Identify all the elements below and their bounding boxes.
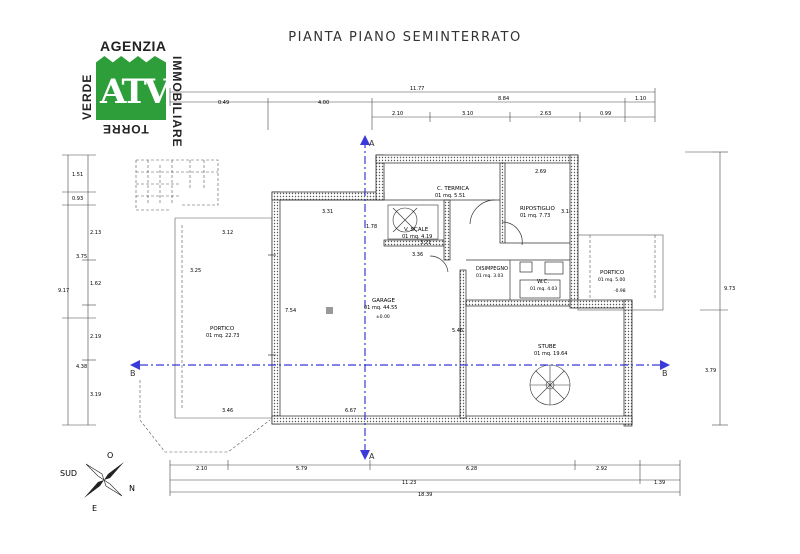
spiral-stair <box>529 364 571 406</box>
room-termica-name: C. TERMICA <box>437 186 469 192</box>
dim-left-overall: 9.17 <box>58 288 69 294</box>
room-disimpegno-area: 01 mq. 3.03 <box>476 273 503 279</box>
section-markers <box>130 135 670 460</box>
internal-stair <box>387 204 439 240</box>
exterior-stair <box>135 159 219 211</box>
room-portico-right-area: 01 mq. 5.00 <box>598 277 625 283</box>
room-ripostiglio-area: 01 mq. 7.73 <box>520 213 550 219</box>
dim-top-c: 8.84 <box>498 96 509 102</box>
dim-garage-bottom: 6.67 <box>345 408 356 414</box>
dim-portico-bottom: 3.46 <box>222 408 233 414</box>
inner-partitions <box>268 199 570 356</box>
garage-column <box>326 307 333 314</box>
plan-title: PIANTA PIANO SEMINTERRATO <box>288 30 522 45</box>
logo-green-tower <box>96 56 166 120</box>
elevation-portico-right: -0.98 <box>614 288 626 294</box>
agency-logo: ATV AGENZIA IMMOBILIARE VERDE TORRE <box>78 38 188 148</box>
room-ripostiglio-name: RIPOSTIGLIO <box>520 206 556 212</box>
compass-south: SUD <box>60 469 77 478</box>
dim-inner-c: 1.78 <box>366 224 377 230</box>
dim-bot2-a: 11.23 <box>402 480 416 486</box>
dim-bot-overall: 18.39 <box>418 492 432 498</box>
compass-east: E <box>92 504 97 513</box>
room-wc-name: W.C. <box>537 279 549 285</box>
main-walls <box>271 154 633 427</box>
dim-top2-c: 2.63 <box>540 111 551 117</box>
room-stube-name: STUBE <box>538 344 557 350</box>
dim-inner-b: 3.36 <box>412 252 423 258</box>
section-lines <box>140 140 665 455</box>
dim-bot-c: 6.28 <box>466 466 477 472</box>
logo-monogram: ATV <box>100 72 170 112</box>
dim-portico-height: 3.25 <box>190 268 201 274</box>
room-portico-right-name: PORTICO <box>600 270 625 276</box>
dim-bot2-b: 1.39 <box>654 480 665 486</box>
dimension-lines-top <box>169 88 656 130</box>
dim-right-a: 3.18 <box>561 209 572 215</box>
compass-rose <box>84 462 124 498</box>
section-b-right: B <box>662 369 668 378</box>
dim-right-b: 3.79 <box>705 368 716 374</box>
dimension-lines-right <box>685 151 728 426</box>
dim-inner-d: 2.69 <box>535 169 546 175</box>
dim-bot-b: 5.79 <box>296 466 307 472</box>
section-a-top: A <box>369 139 375 148</box>
dim-garage-top: 3.31 <box>322 209 333 215</box>
dim-portico-top: 3.12 <box>222 230 233 236</box>
dim-top2-a: 2.10 <box>392 111 403 117</box>
room-termica-area: 01 mq. 5.51 <box>435 193 465 199</box>
room-vscale-name: V. SCALE <box>404 227 429 233</box>
compass-north: N <box>129 484 135 493</box>
portico-right-outline <box>577 234 664 311</box>
dim-garage-height: 7.54 <box>285 308 296 314</box>
dim-left-d: 1.62 <box>90 281 101 287</box>
room-disimpegno-name: DISIMPEGNO <box>476 266 508 272</box>
dim-bot-a: 2.10 <box>196 466 207 472</box>
section-b-left: B <box>130 369 136 378</box>
room-wc-area: 01 mq. 4.03 <box>530 286 557 292</box>
dim-stube-height: 5.46 <box>452 328 463 334</box>
dim-left-b: 0.93 <box>72 196 83 202</box>
section-a-bottom: A <box>369 452 375 461</box>
compass-west: O <box>107 451 113 460</box>
dim-top-a: 0.49 <box>218 100 229 106</box>
room-garage-name: GARAGE <box>372 298 396 304</box>
dim-inner-a: 3.21 <box>420 240 431 246</box>
dim-left-h: 4.38 <box>76 364 87 370</box>
room-portico-left-area: 01 mq. 22.73 <box>206 333 240 339</box>
dim-top-d: 1.10 <box>635 96 646 102</box>
elevation-garage: ±0.00 <box>376 314 390 320</box>
dim-left-g: 3.75 <box>76 254 87 260</box>
dim-left-e: 2.19 <box>90 334 101 340</box>
logo-text-top: AGENZIA <box>100 38 167 54</box>
dim-left-c: 2.13 <box>90 230 101 236</box>
dim-top2-b: 3.10 <box>462 111 473 117</box>
dim-left-f: 3.19 <box>90 392 101 398</box>
room-stube-area: 01 mq. 19.64 <box>534 351 568 357</box>
dim-left-a: 1.51 <box>72 172 83 178</box>
dim-top-b: 4.00 <box>318 100 329 106</box>
dim-right-overall: 9.73 <box>724 286 735 292</box>
room-portico-left-name: PORTICO <box>210 326 235 332</box>
dim-top-overall: 11.77 <box>410 86 424 92</box>
dim-top2-d: 0.99 <box>600 111 611 117</box>
dimension-lines-bottom <box>169 460 681 496</box>
room-garage-area: 01 mq. 44.55 <box>364 305 398 311</box>
room-vscale-area: 01 mq. 4.19 <box>402 234 432 240</box>
dimension-lines-left <box>62 154 96 426</box>
dim-bot-d: 2.92 <box>596 466 607 472</box>
